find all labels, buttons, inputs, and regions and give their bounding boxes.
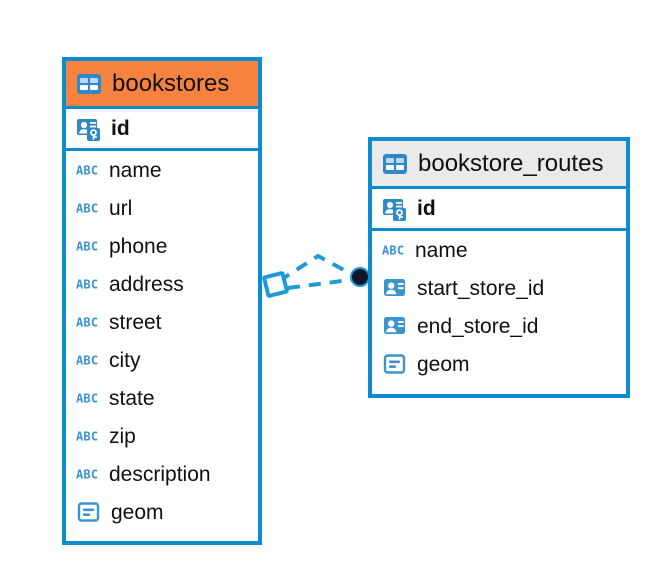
abc-text-icon: ABC: [76, 389, 100, 407]
geometry-icon: [76, 499, 102, 525]
field-row-city[interactable]: ABC city: [66, 341, 258, 379]
field-label: description: [109, 462, 211, 486]
relationship-line-lower: [287, 277, 358, 290]
field-label: address: [109, 272, 184, 296]
svg-text:ABC: ABC: [76, 430, 98, 444]
svg-text:ABC: ABC: [76, 468, 98, 482]
geometry-icon: [382, 351, 408, 377]
field-label: geom: [111, 500, 164, 524]
field-label: url: [109, 196, 133, 220]
abc-text-icon: ABC: [76, 275, 100, 293]
svg-text:ABC: ABC: [76, 202, 98, 216]
field-row-name[interactable]: ABC name: [372, 231, 626, 269]
table-icon: [76, 71, 102, 97]
abc-text-icon: ABC: [76, 237, 100, 255]
field-label: state: [109, 386, 155, 410]
field-row-geom[interactable]: geom: [372, 345, 626, 383]
abc-text-icon: ABC: [76, 351, 100, 369]
field-row-street[interactable]: ABC street: [66, 303, 258, 341]
field-row-description[interactable]: ABC description: [66, 455, 258, 493]
field-label: end_store_id: [417, 314, 539, 338]
field-label: geom: [417, 352, 470, 376]
relationship-line-upper: [277, 253, 358, 283]
abc-text-icon: ABC: [76, 465, 100, 483]
entity-field-list-bookstores: id ABC name ABC url: [66, 109, 258, 531]
field-row-state[interactable]: ABC state: [66, 379, 258, 417]
entity-header-bookstores[interactable]: bookstores: [66, 61, 258, 109]
field-label: phone: [109, 234, 168, 258]
abc-text-icon: ABC: [76, 313, 100, 331]
field-row-end-store-id[interactable]: end_store_id: [372, 307, 626, 345]
field-row-id[interactable]: id: [372, 189, 626, 231]
svg-text:ABC: ABC: [76, 316, 98, 330]
entity-bookstore-routes[interactable]: bookstore_routes: [368, 137, 630, 398]
field-label: name: [415, 238, 468, 262]
svg-text:ABC: ABC: [76, 278, 98, 292]
field-label: name: [109, 158, 162, 182]
field-row-geom[interactable]: geom: [66, 493, 258, 531]
field-label: zip: [109, 424, 136, 448]
foreign-key-icon: [382, 313, 408, 339]
svg-text:ABC: ABC: [76, 164, 98, 178]
abc-text-icon: ABC: [76, 199, 100, 217]
field-row-url[interactable]: ABC url: [66, 189, 258, 227]
entity-field-list-bookstore-routes: id ABC name: [372, 189, 626, 383]
entity-title: bookstore_routes: [418, 149, 604, 177]
abc-text-icon: ABC: [382, 241, 406, 259]
field-row-phone[interactable]: ABC phone: [66, 227, 258, 265]
field-row-address[interactable]: ABC address: [66, 265, 258, 303]
svg-text:ABC: ABC: [76, 392, 98, 406]
svg-text:ABC: ABC: [382, 244, 404, 258]
relationship-source-diamond: [262, 271, 289, 298]
field-label: street: [109, 310, 162, 334]
primary-key-icon: [382, 196, 408, 222]
foreign-key-icon: [382, 275, 408, 301]
abc-text-icon: ABC: [76, 161, 100, 179]
entity-bookstores[interactable]: bookstores id: [62, 57, 262, 545]
svg-text:ABC: ABC: [76, 354, 98, 368]
abc-text-icon: ABC: [76, 427, 100, 445]
entity-title: bookstores: [112, 69, 230, 97]
field-label: city: [109, 348, 141, 372]
relationship-target-dot: [350, 267, 370, 287]
svg-text:ABC: ABC: [76, 240, 98, 254]
field-label: id: [417, 197, 436, 220]
field-label: id: [111, 117, 130, 140]
entity-header-bookstore-routes[interactable]: bookstore_routes: [372, 141, 626, 189]
field-row-zip[interactable]: ABC zip: [66, 417, 258, 455]
field-row-start-store-id[interactable]: start_store_id: [372, 269, 626, 307]
field-row-id[interactable]: id: [66, 109, 258, 151]
field-label: start_store_id: [417, 276, 545, 300]
field-row-name[interactable]: ABC name: [66, 151, 258, 189]
table-icon: [382, 151, 408, 177]
primary-key-icon: [76, 116, 102, 142]
